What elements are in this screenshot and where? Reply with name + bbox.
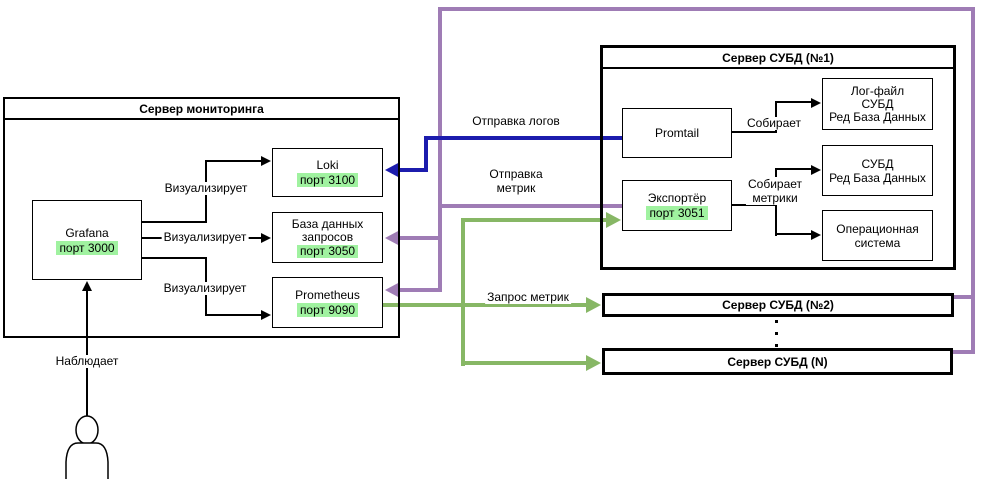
dbms-server-1-title: Сервер СУБД (№1) [603,48,953,69]
edge-metrics-to-dbmsN [950,350,975,354]
dbms-server-2-title: Сервер СУБД (№2) [722,298,834,312]
promtail-node: Promtail [622,108,732,158]
arrowhead-promtail-logfile [811,98,821,108]
vertical-ellipsis-dot [775,344,778,347]
arrowhead-exporter-dbms [811,165,821,175]
loki-node: Loki порт 3100 [272,148,383,197]
edge-request-to-dbmsN [461,361,587,365]
arrowhead-metrics-prometheus [385,282,400,298]
exporter-node: Экспортёр порт 3051 [622,180,732,231]
arrowhead-grafana-querydb [261,233,271,243]
user-actor-icon [65,415,109,479]
edge-logs-horizontal [424,136,622,140]
connector-exporter-dbms [775,168,812,170]
edge-logs-vertical [424,136,428,172]
log-file-node: Лог-файл СУБД Ред База Данных [822,78,933,130]
exporter-port-badge: порт 3051 [646,206,708,220]
label-observes: Наблюдает [53,354,121,368]
promtail-label: Promtail [654,126,699,140]
query-db-label-line1: База данных [291,216,364,231]
dbms-server-n-title: Сервер СУБД (N) [727,354,828,369]
prometheus-node: Prometheus порт 9090 [272,277,383,328]
label-visualizes-prometheus: Визуализирует [161,281,249,295]
arrowhead-request-exporter [606,212,621,228]
edge-exporter-metrics-horizontal [441,204,622,208]
edge-metrics-left-vertical [438,7,442,292]
dbms-server-n-node: Сервер СУБД (N) [602,348,953,375]
connector-grafana-loki-h2 [205,160,262,162]
label-visualizes-querydb: Визуализирует [161,230,249,244]
label-collects-metrics-line1: Собирает [747,177,803,191]
connector-grafana-loki [142,221,207,223]
label-request-metrics: Запрос метрик [485,290,571,304]
prometheus-port-badge: порт 9090 [296,303,359,317]
connector-promtail-logfile-h2 [775,101,812,103]
edge-metrics-to-querydb [399,236,441,240]
vertical-ellipsis-dot [775,332,778,335]
loki-label: Loki [316,158,339,172]
arrowhead-exporter-os [811,230,821,240]
arrowhead-request-dbms2 [586,297,601,313]
connector-user-grafana [86,283,88,416]
dbms-label-line2: Ред База Данных [829,170,926,185]
log-file-label-line1: Лог-файл [850,83,905,98]
exporter-label: Экспортёр [647,191,707,205]
query-db-node: База данных запросов порт 3050 [272,212,383,263]
label-visualizes-loki: Визуализирует [162,181,250,195]
dbms-node: СУБД Ред База Данных [822,145,933,196]
edge-request-from-prometheus [381,303,591,307]
arrowhead-user-grafana [82,281,92,291]
grafana-port-badge: порт 3000 [56,240,118,255]
dbms-label-line1: СУБД [861,156,894,171]
connector-grafana-prometheus-h2 [205,314,262,316]
label-send-metrics-line1: Отправка [489,167,543,181]
label-collects: Собирает [744,116,804,130]
arrowhead-logs-loki [385,162,400,178]
connector-promtail-logfile [732,131,777,133]
connector-grafana-prometheus [142,257,207,259]
dbms-server-2-node: Сервер СУБД (№2) [602,293,954,317]
edge-metrics-to-dbms2 [951,295,975,299]
os-label-line1: Операционная [836,221,919,236]
grafana-label: Grafana [65,225,109,240]
connector-exporter-os [775,233,812,235]
label-send-logs: Отправка логов [470,114,562,128]
edge-metrics-top-horizontal [438,7,975,11]
arrowhead-grafana-prometheus [261,310,271,320]
connector-exporter-fork [732,204,777,206]
os-label-line2: система [854,235,901,250]
loki-port-badge: порт 3100 [296,173,359,187]
edge-metrics-to-prometheus [399,288,441,292]
prometheus-label: Prometheus [295,288,360,302]
log-file-label-line3: Ред База Данных [829,109,926,124]
label-collects-metrics: Собирает метрики [745,177,805,205]
grafana-node: Grafana порт 3000 [32,200,142,280]
vertical-ellipsis-dot [775,320,778,323]
arrowhead-request-dbmsN [586,355,601,371]
monitoring-server-title: Сервер мониторинга [5,99,398,120]
edge-metrics-right-vertical [971,7,975,354]
edge-logs-to-loki [398,168,428,172]
os-node: Операционная система [822,210,933,261]
edge-request-vertical [461,218,465,366]
label-send-metrics: Отправка метрик [487,167,545,195]
query-db-port-badge: порт 3050 [296,244,359,258]
arrowhead-metrics-querydb [385,230,400,246]
query-db-label-line2: запросов [301,229,354,244]
label-send-metrics-line2: метрик [496,181,536,195]
log-file-label-line2: СУБД [861,96,894,111]
arrowhead-grafana-loki [261,156,271,166]
label-collects-metrics-line2: метрики [752,191,798,205]
edge-request-to-exporter [461,218,607,222]
